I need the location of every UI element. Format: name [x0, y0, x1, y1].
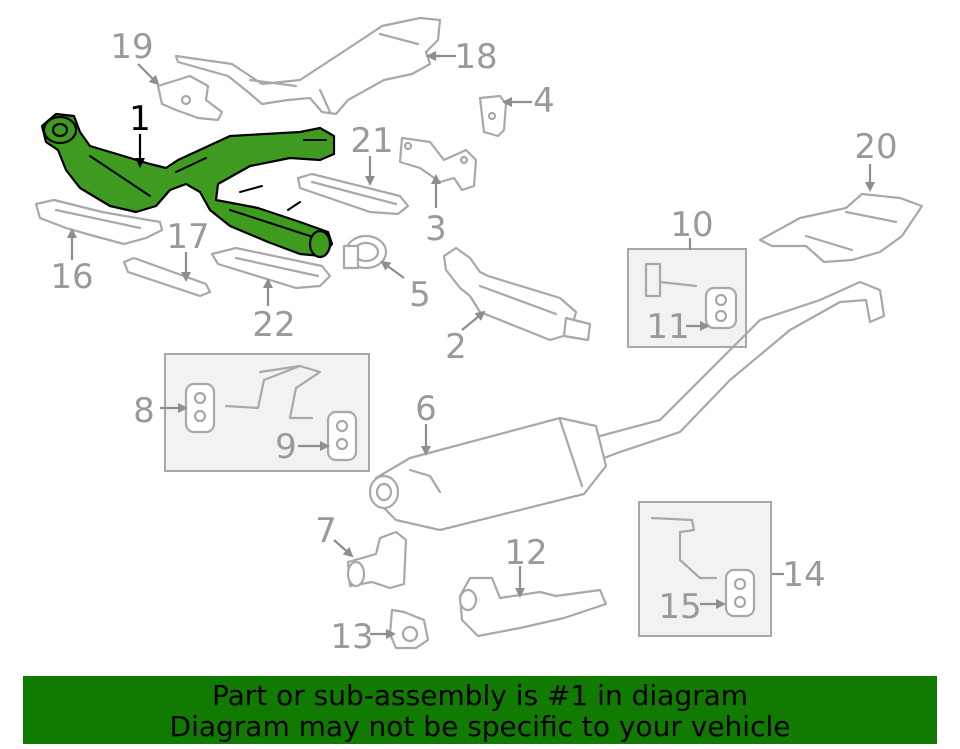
leader-19 — [137, 63, 160, 86]
callout-5: 5 — [409, 275, 431, 315]
part-5-clamp[interactable] — [342, 234, 388, 270]
banner-line-2: Diagram may not be specific to your vehi… — [169, 710, 791, 743]
callout-3: 3 — [425, 209, 447, 249]
leader-5 — [380, 260, 405, 279]
callout-18: 18 — [454, 37, 497, 77]
exhaust-parts-diagram: 1 2 3 4 5 6 7 8 9 10 11 12 13 14 15 16 1… — [34, 16, 924, 657]
callout-19: 19 — [110, 27, 153, 67]
part-20-heat-shield[interactable] — [758, 192, 924, 264]
callout-6: 6 — [415, 389, 437, 429]
callout-12: 12 — [504, 533, 547, 573]
part-8-hanger[interactable] — [224, 364, 322, 420]
part-15-isolator[interactable] — [724, 568, 756, 618]
callout-20: 20 — [854, 127, 897, 167]
part-8-isolator[interactable] — [184, 382, 216, 434]
part-22-heat-shield[interactable] — [210, 246, 332, 290]
part-7-pipe[interactable] — [346, 530, 408, 590]
part-2-converter[interactable] — [442, 246, 592, 342]
callout-9: 9 — [275, 427, 297, 467]
part-4-bracket[interactable] — [478, 94, 508, 138]
callout-7: 7 — [315, 511, 337, 551]
callout-16: 16 — [50, 257, 93, 297]
callout-10: 10 — [670, 205, 713, 245]
part-12-resonator[interactable] — [458, 576, 608, 638]
part-19-heat-shield[interactable] — [156, 74, 224, 122]
part-10-hanger[interactable] — [644, 262, 698, 298]
part-6-muffler[interactable] — [368, 280, 886, 532]
info-banner: Part or sub-assembly is #1 in diagram Di… — [23, 676, 937, 744]
part-13-clamp[interactable] — [388, 608, 430, 650]
callout-13: 13 — [330, 617, 373, 657]
part-16-heat-shield[interactable] — [34, 198, 164, 246]
part-11-isolator[interactable] — [704, 286, 738, 330]
part-17-heat-shield[interactable] — [122, 256, 212, 298]
leader-7 — [333, 539, 354, 558]
callout-8: 8 — [133, 391, 155, 431]
callout-11: 11 — [646, 307, 689, 347]
callout-4: 4 — [533, 81, 555, 121]
leader-2 — [461, 310, 486, 331]
callout-21: 21 — [350, 121, 393, 161]
part-3-bracket[interactable] — [398, 136, 478, 192]
part-21-heat-shield[interactable] — [296, 172, 410, 216]
part-14-hanger[interactable] — [650, 516, 718, 580]
part-9-isolator[interactable] — [326, 410, 358, 462]
callout-14: 14 — [782, 555, 825, 595]
callout-17: 17 — [166, 217, 209, 257]
callout-22: 22 — [252, 305, 295, 345]
callout-1: 1 — [129, 99, 151, 139]
callout-15: 15 — [658, 587, 701, 627]
part-18-heat-shield[interactable] — [174, 16, 442, 116]
banner-line-1: Part or sub-assembly is #1 in diagram — [211, 679, 749, 712]
part-1-converter-assembly[interactable] — [40, 112, 336, 259]
callout-2: 2 — [445, 327, 467, 367]
